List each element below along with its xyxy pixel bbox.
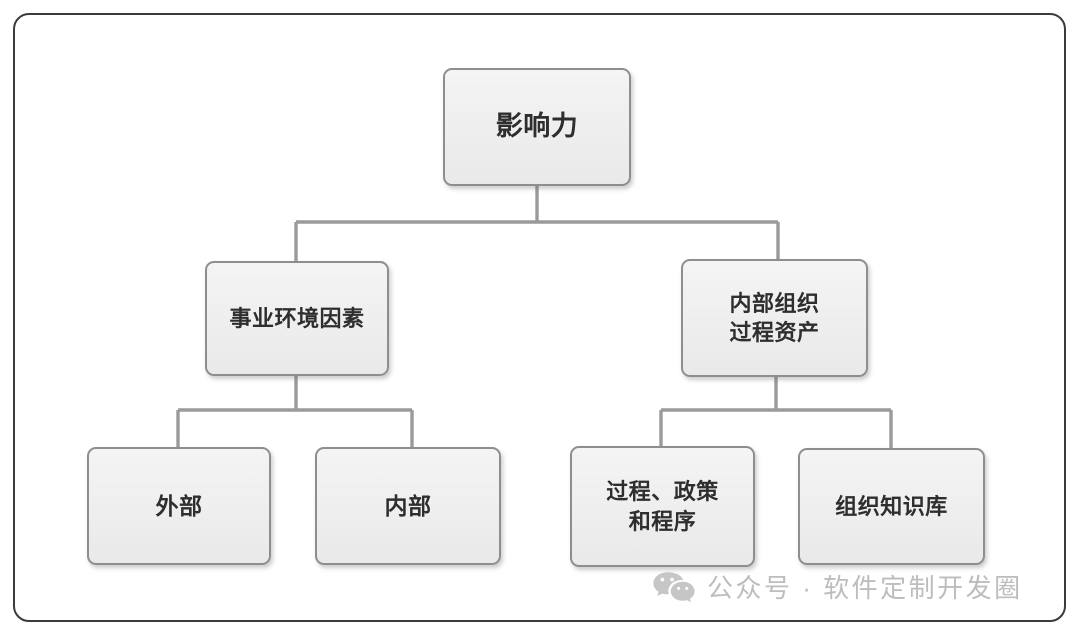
node-internal[interactable]: 内部 <box>315 447 501 565</box>
node-organizational-knowledge-base[interactable]: 组织知识库 <box>798 448 985 565</box>
node-external[interactable]: 外部 <box>87 447 271 565</box>
node-organizational-process-assets[interactable]: 内部组织 过程资产 <box>681 259 868 377</box>
node-enterprise-environmental-factors[interactable]: 事业环境因素 <box>205 261 389 376</box>
wechat-icon <box>652 570 696 604</box>
watermark-text: 公众号 · 软件定制开发圈 <box>707 573 1023 603</box>
node-process-policy-procedure[interactable]: 过程、政策 和程序 <box>570 446 755 567</box>
watermark: 公众号 · 软件定制开发圈 <box>652 568 1023 605</box>
node-root-influence[interactable]: 影响力 <box>443 68 631 186</box>
